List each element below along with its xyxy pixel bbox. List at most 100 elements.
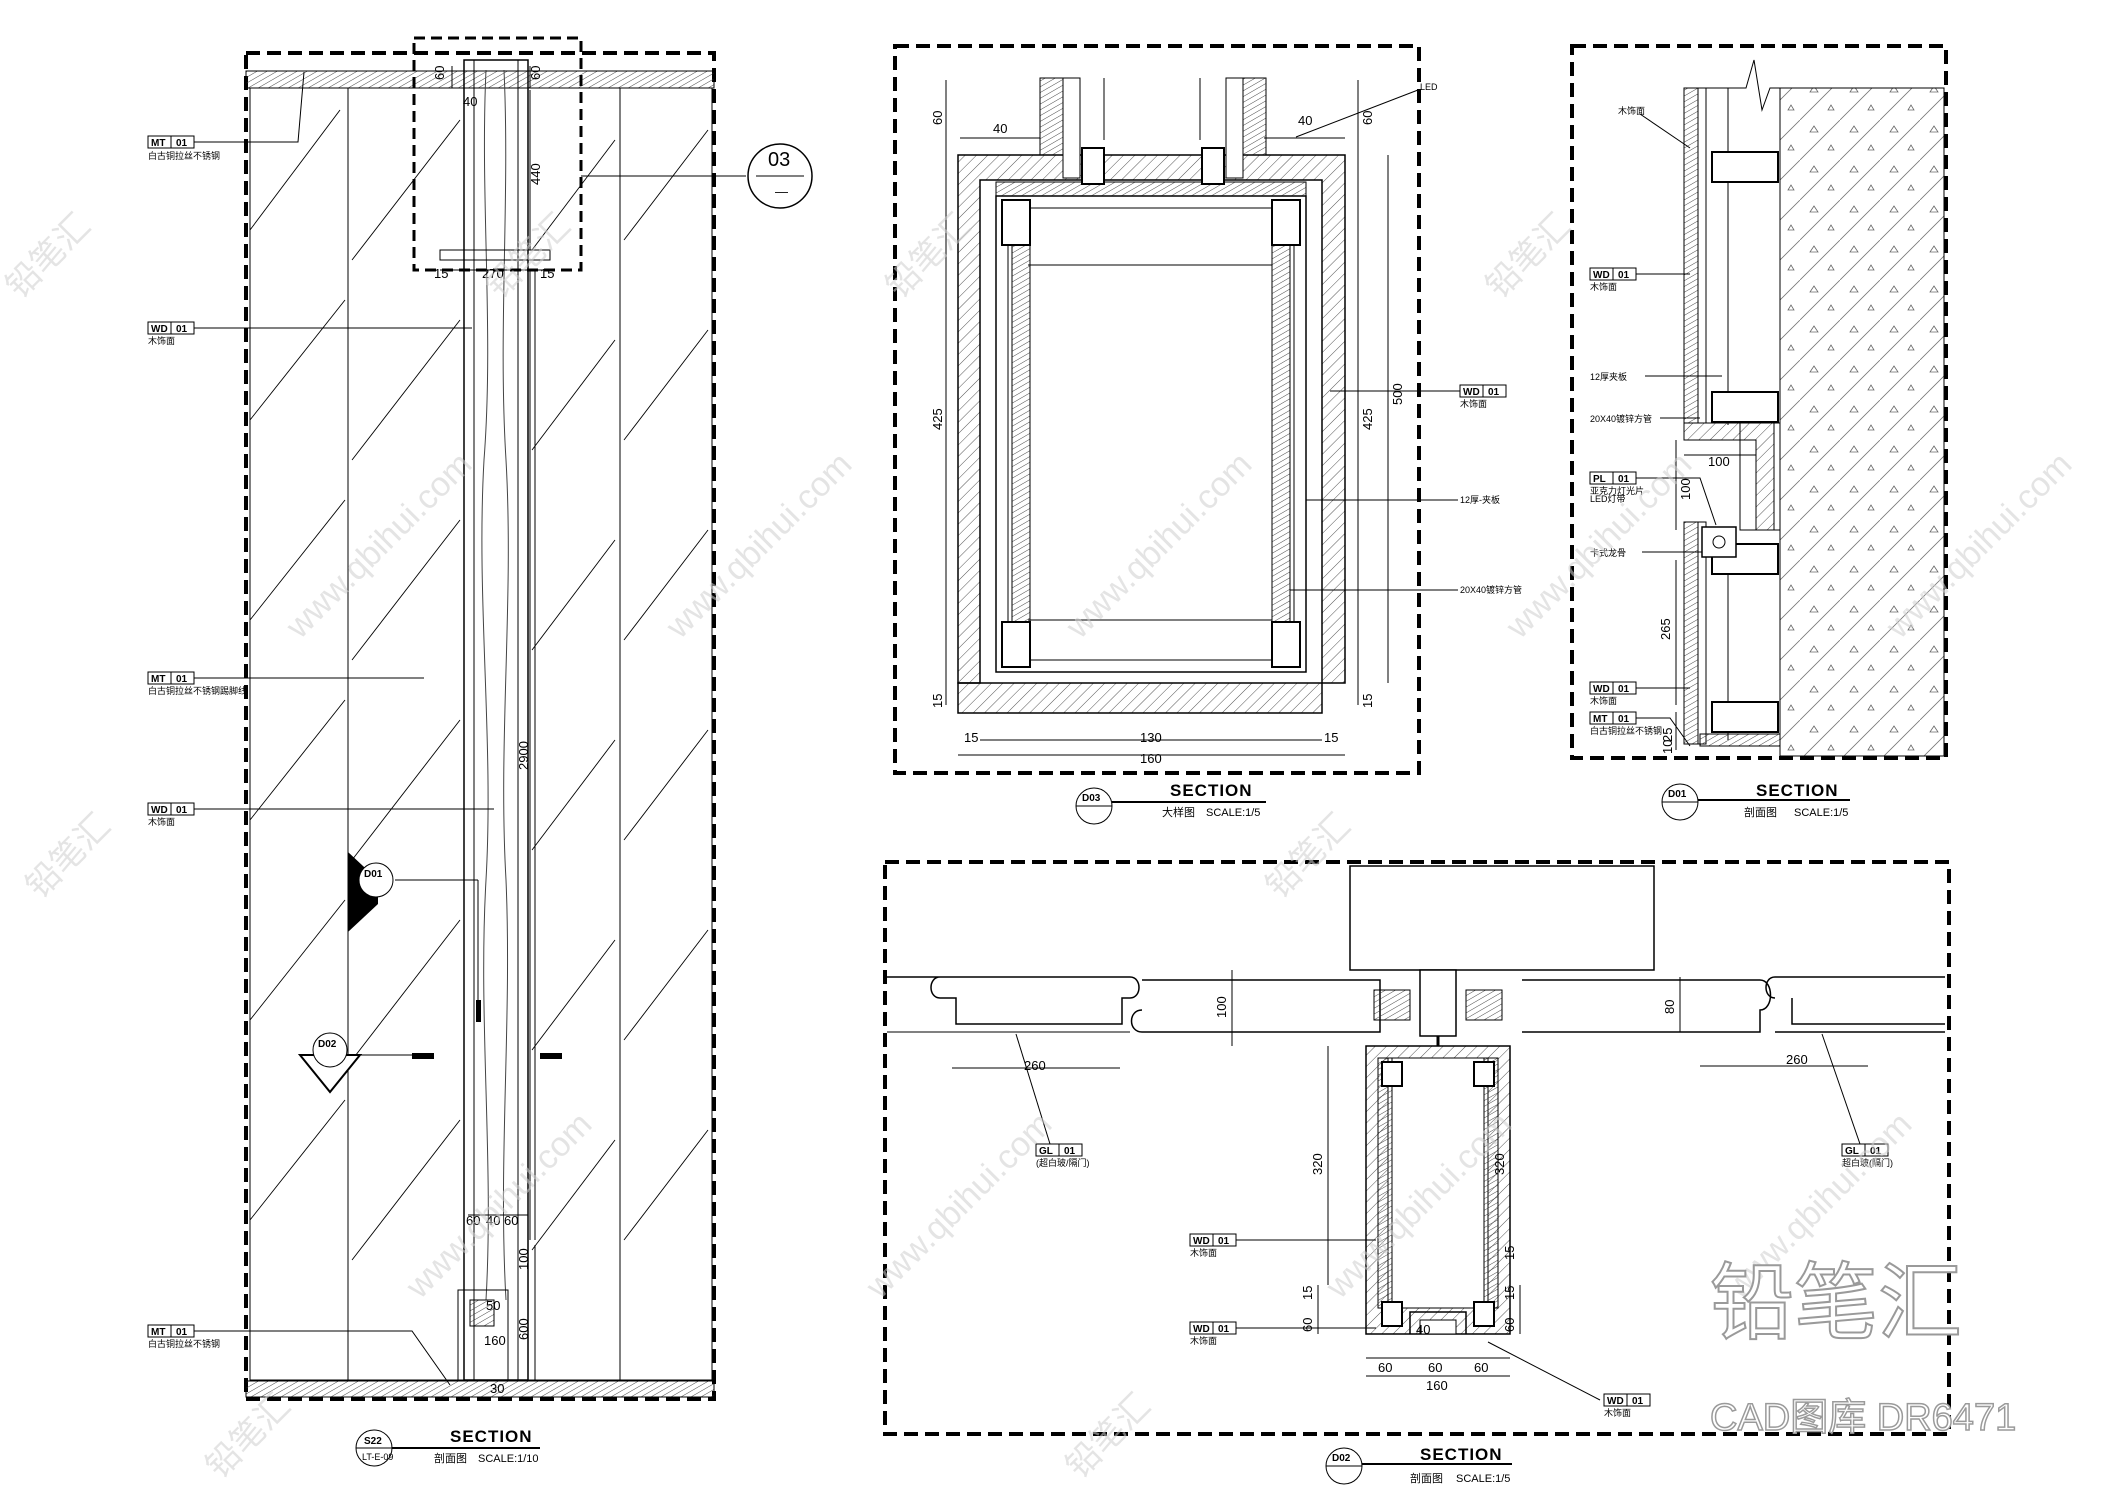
svg-text:亚克力灯光片: 亚克力灯光片 bbox=[1590, 485, 1644, 496]
dim-d02-2: 260 bbox=[1024, 1058, 1046, 1073]
dim-s22-14: 600 bbox=[516, 1318, 531, 1340]
watermark-url-3: www.qbihui.com bbox=[1058, 445, 1259, 646]
dim-d03-0: 60 bbox=[930, 111, 945, 125]
handle-mark-right bbox=[540, 1053, 562, 1059]
dim-d03-2: 40 bbox=[1298, 113, 1312, 128]
svg-text:01: 01 bbox=[176, 324, 188, 335]
svg-text:01: 01 bbox=[1618, 684, 1630, 695]
svg-text:01: 01 bbox=[1618, 270, 1630, 281]
d01-concrete-wall bbox=[1779, 87, 1945, 757]
dim-s22-15: 30 bbox=[490, 1381, 504, 1396]
d03-scale: SCALE:1/5 bbox=[1206, 807, 1260, 819]
svg-text:01: 01 bbox=[1632, 1396, 1644, 1407]
d02-bubble: D02 bbox=[1332, 1453, 1351, 1464]
svg-text:GL: GL bbox=[1845, 1146, 1859, 1157]
svg-text:木饰面: 木饰面 bbox=[1590, 695, 1617, 706]
s22-title-block: S22 LT-E-09 SECTION 剖面图 SCALE:1/10 bbox=[355, 1427, 540, 1467]
svg-text:木饰面: 木饰面 bbox=[1590, 281, 1617, 292]
d03-title: SECTION bbox=[1170, 781, 1253, 800]
d01-bubble: D01 bbox=[1668, 789, 1687, 800]
svg-text:木饰面: 木饰面 bbox=[1190, 1247, 1217, 1258]
svg-text:WD: WD bbox=[1193, 1324, 1210, 1335]
marker-d02: D02 bbox=[297, 1032, 412, 1094]
dim-s22-10: 60 bbox=[504, 1213, 518, 1228]
d01-tag-1: PL 01 亚克力灯光片 bbox=[1589, 471, 1717, 526]
dim-d01-1: 100 bbox=[1678, 478, 1693, 500]
s22-bubble-bottom: LT-E-09 bbox=[362, 1452, 393, 1462]
svg-text:MT: MT bbox=[151, 1327, 165, 1338]
d03-subtitle: 大样图 bbox=[1162, 805, 1195, 819]
d02-frame bbox=[883, 860, 1951, 1436]
d01-subtitle: 剖面图 bbox=[1744, 805, 1777, 819]
svg-text:木饰面: 木饰面 bbox=[1604, 1407, 1631, 1418]
svg-text:WD: WD bbox=[1193, 1236, 1210, 1247]
d02-tag-4: WD 01 木饰面 bbox=[1487, 1341, 1651, 1418]
dim-s22-6: 15 bbox=[540, 266, 554, 281]
dim-s22-5: 270 bbox=[482, 266, 504, 281]
s22-tag-3: WD 01 木饰面 bbox=[147, 802, 494, 827]
d01-note-0: 木饰面 bbox=[1618, 105, 1645, 116]
s22-tag-4: MT 01 白古铜拉丝不锈钢 bbox=[147, 1324, 451, 1386]
watermark-brand-7: 铅笔汇 bbox=[199, 1387, 298, 1486]
brand-library-label: CAD图库 DR6471 bbox=[1710, 1397, 2016, 1439]
s22-subtitle: 剖面图 bbox=[434, 1451, 467, 1465]
d01-note-3: LED灯带 bbox=[1590, 494, 1626, 504]
d01-tag-0: WD 01 木饰面 bbox=[1589, 267, 1690, 292]
d01-tag-2: WD 01 木饰面 bbox=[1589, 681, 1690, 706]
dim-d03-12: 160 bbox=[1140, 751, 1162, 766]
svg-text:01: 01 bbox=[1488, 387, 1500, 398]
dim-d02-11: 60 bbox=[1378, 1360, 1392, 1375]
d01-scale: SCALE:1/5 bbox=[1794, 807, 1848, 819]
dim-d02-6: 15 bbox=[1300, 1286, 1315, 1300]
dim-d03-5: 425 bbox=[1360, 408, 1375, 430]
d01-note-2: 20X40镀锌方管 bbox=[1590, 413, 1652, 424]
svg-text:01: 01 bbox=[1870, 1146, 1882, 1157]
svg-text:WD: WD bbox=[1463, 387, 1480, 398]
dim-d01-0: 100 bbox=[1708, 454, 1730, 469]
section-d03: 60 40 40 60 425 425 500 15 15 15 130 15 … bbox=[893, 44, 1522, 825]
watermark-brand-6: 铅笔汇 bbox=[1259, 807, 1358, 906]
d03-bubble: D03 bbox=[1082, 793, 1101, 804]
brand-logo: 铅笔汇 bbox=[1710, 1256, 1962, 1350]
section-d01: 100 100 265 25 10 木饰面 12厚夹板 20X40镀锌方管 LE… bbox=[1570, 44, 1948, 821]
svg-text:01: 01 bbox=[1618, 714, 1630, 725]
watermark-brand-5: 铅笔汇 bbox=[19, 807, 118, 906]
d02-tag-2: WD 01 木饰面 bbox=[1189, 1233, 1376, 1258]
d01-title-block: D01 SECTION 剖面图 SCALE:1/5 bbox=[1661, 781, 1850, 821]
dim-s22-9: 40 bbox=[486, 1213, 500, 1228]
svg-text:01: 01 bbox=[1064, 1146, 1076, 1157]
d01-note-4: 卡式龙骨 bbox=[1590, 547, 1626, 558]
callout-03: 03 — bbox=[581, 143, 813, 209]
dim-d02-7: 15 bbox=[1502, 1246, 1517, 1260]
dim-d03-7: 15 bbox=[930, 694, 945, 708]
svg-text:01: 01 bbox=[176, 1327, 188, 1338]
s22-bubble-top: S22 bbox=[364, 1436, 382, 1447]
svg-text:MT: MT bbox=[151, 674, 165, 685]
watermark-url-2: www.qbihui.com bbox=[658, 445, 859, 646]
dim-d02-1: 80 bbox=[1662, 1000, 1677, 1014]
s22-floor bbox=[245, 1380, 715, 1398]
svg-text:01: 01 bbox=[176, 805, 188, 816]
dim-d03-3: 60 bbox=[1360, 111, 1375, 125]
svg-text:—: — bbox=[775, 184, 788, 199]
d02-panel-right bbox=[1765, 976, 1945, 1033]
svg-text:木饰面: 木饰面 bbox=[148, 335, 175, 346]
svg-text:白古铜拉丝不锈钢: 白古铜拉丝不锈钢 bbox=[1590, 725, 1662, 736]
watermark-brand-4: 铅笔汇 bbox=[1479, 207, 1578, 306]
svg-text:超白玻(隔门): 超白玻(隔门) bbox=[1842, 1157, 1893, 1168]
d02-tag-0: GL 01 (超白玻/隔门) bbox=[1015, 1033, 1090, 1168]
s22-tag-0: MT 01 白古铜拉丝不锈钢 bbox=[147, 71, 305, 161]
svg-text:WD: WD bbox=[1607, 1396, 1624, 1407]
dim-d02-15: 160 bbox=[1426, 1378, 1448, 1393]
dim-d02-8: 15 bbox=[1502, 1286, 1517, 1300]
d01-note-1: 12厚夹板 bbox=[1590, 371, 1627, 382]
dim-d02-9: 60 bbox=[1300, 1318, 1315, 1332]
dim-s22-8: 60 bbox=[466, 1213, 480, 1228]
d01-tag-3: MT 01 白古铜拉丝不锈钢 bbox=[1589, 711, 1691, 747]
d03-tag: WD 01 木饰面 bbox=[1330, 384, 1507, 409]
svg-text:01: 01 bbox=[1218, 1324, 1230, 1335]
svg-text:PL: PL bbox=[1593, 474, 1606, 485]
dim-s22-4: 15 bbox=[434, 266, 448, 281]
dim-s22-3: 440 bbox=[528, 163, 543, 185]
